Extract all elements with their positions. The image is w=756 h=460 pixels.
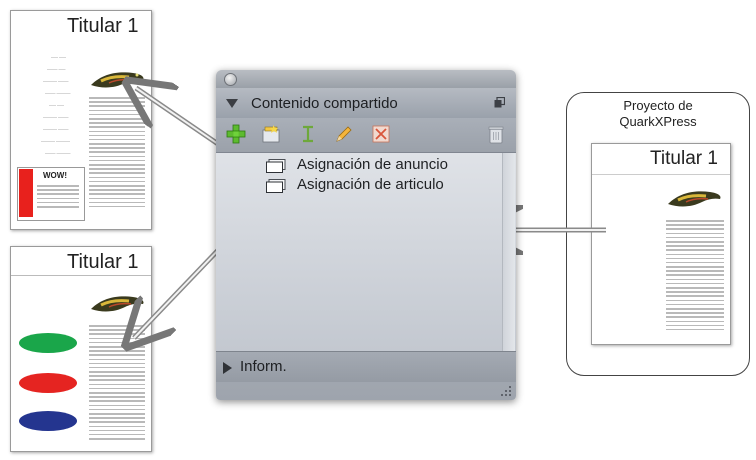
list-item-label: Asignación de anuncio [297,156,448,173]
info-section-header[interactable]: Inform. [216,351,516,382]
green-ellipse [19,333,77,353]
project-label-line1: Proyecto de [623,98,693,113]
shared-content-list: Asignación de anuncio Asignación de arti… [216,153,516,351]
unlink-icon[interactable] [371,124,391,144]
project-page: Titular 1 [591,143,731,345]
list-scrollbar[interactable] [502,153,515,351]
pencil-icon[interactable] [334,124,354,144]
palette-titlebar[interactable] [216,70,516,88]
list-item-label: Asignación de articulo [297,176,444,193]
assignment-icon [266,159,286,173]
project-box: Proyecto de QuarkXPress Titular 1 [566,92,750,376]
palette-toolbar [216,118,516,153]
layout-page-bottom: Titular 1 [10,246,152,452]
resize-grip-icon[interactable] [500,385,512,397]
disclosure-triangle-icon[interactable] [223,362,232,374]
trash-icon[interactable] [486,124,506,144]
palette-title: Contenido compartido [251,95,398,112]
bird-image [668,191,721,207]
red-ellipse [19,373,77,393]
palette-header[interactable]: Contenido compartido [216,88,516,118]
blue-ellipse [19,411,77,431]
text-cursor-icon[interactable] [298,124,318,144]
info-label: Inform. [240,358,287,375]
new-folder-icon[interactable] [261,124,281,144]
page-title: Titular 1 [67,251,139,273]
wow-text: WOW! [43,171,67,180]
close-button[interactable] [224,73,237,86]
disclosure-triangle-icon[interactable] [226,99,238,108]
palette-menu-icon[interactable] [494,97,505,108]
page-title: Titular 1 [67,15,139,37]
page-title: Titular 1 [650,148,718,169]
project-label-line2: QuarkXPress [619,114,697,129]
shared-content-palette: Contenido compartido [216,70,516,400]
add-icon[interactable] [226,124,246,144]
wow-red-bar [19,169,33,217]
assignment-icon [266,179,286,193]
